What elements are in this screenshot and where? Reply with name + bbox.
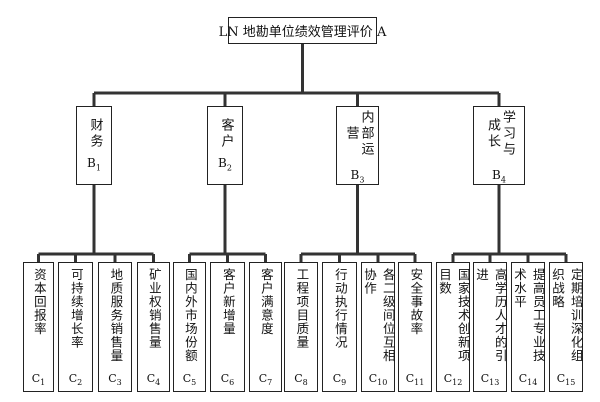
indicator-node: 定期培训深化组织战略 C15 [549,262,584,392]
node-code-subscript: 3 [116,378,122,387]
node-code-letter: C [220,371,230,385]
node-code-subscript: 10 [377,378,388,387]
indicator-node: 安全事故率 C11 [398,262,432,392]
node-code-subscript: 11 [414,378,425,387]
node-code: C2 [69,372,83,387]
node-code-subscript: 4 [500,175,506,184]
node-code-letter: B [350,167,360,182]
node-code: C3 [108,372,122,387]
category-label: 内部运营 [343,110,374,159]
node-code-letter: C [294,371,303,385]
indicator-label: 各二级间位互相协作 [362,268,396,363]
node-code-subscript: 3 [359,175,365,184]
indicator-label: 矿业权销售量 [146,268,162,349]
indicator-node: 高学历人才的引进 C13 [473,262,508,392]
indicator-label: 资本回报率 [31,268,47,336]
indicator-label: 客户新增量 [220,268,236,336]
node-code: B1 [87,156,101,172]
node-code-subscript: 7 [267,378,273,387]
indicator-node: 行动执行情况 C9 [322,262,357,392]
category-node: 学习与成长 B4 [473,106,525,185]
category-label: 学习与成长 [485,110,515,159]
indicator-label: 定期培训深化组织战略 [550,268,584,363]
node-code: C5 [183,372,197,387]
indicator-node: 国内外市场份额 C5 [173,262,206,392]
category-label: 客户 [218,118,234,151]
node-code-letter: C [332,371,342,385]
node-code: C1 [32,372,46,387]
node-code-subscript: 2 [226,163,232,173]
root-node: LN 地勘单位绩效管理评价 A [219,17,386,44]
node-code-subscript: 14 [527,378,538,387]
node-code-letter: C [182,371,192,385]
node-code: C4 [147,372,161,387]
node-code-letter: C [405,371,415,385]
indicator-node: 客户新增量 C6 [210,262,245,392]
node-code-subscript: 1 [40,378,46,387]
category-node: 客户 B2 [207,106,243,185]
node-code: C13 [481,372,500,387]
indicator-label: 工程项目质量 [294,268,310,349]
category-node: 财务 B1 [76,106,112,185]
node-code: C7 [259,372,273,387]
node-code-letter: C [258,371,268,385]
node-code-letter: B [87,156,96,171]
node-code: B2 [218,156,232,172]
indicator-node: 资本回报率 C1 [23,262,54,392]
node-code: B3 [351,168,365,184]
node-code-letter: C [68,371,78,385]
node-code-letter: C [518,371,528,385]
indicator-label: 行动执行情况 [332,268,348,349]
node-code-subscript: 8 [302,378,308,387]
node-code-subscript: 13 [489,378,500,387]
indicator-node: 地质服务销售量 C3 [98,262,132,392]
node-code-subscript: 2 [77,378,83,387]
root-label: LN 地勘单位绩效管理评价 A [218,25,387,40]
node-code-letter: C [108,371,117,385]
node-code-subscript: 1 [95,163,101,173]
node-code-subscript: 6 [229,378,235,387]
node-code-letter: B [218,156,227,171]
node-code-letter: C [480,371,490,385]
node-code: C10 [369,372,388,387]
node-code: C9 [333,372,347,387]
node-code-subscript: 15 [565,378,576,387]
indicator-label: 提高员工专业技术水平 [512,268,546,363]
indicator-label: 国家技术创新项目数 [437,268,471,363]
node-code-subscript: 4 [155,378,161,387]
node-code-subscript: 12 [452,378,463,387]
category-label: 财务 [87,118,103,151]
indicator-label: 安全事故率 [408,268,424,336]
node-code-subscript: 5 [191,378,197,387]
indicator-label: 可持续增长率 [68,268,84,349]
node-code-letter: C [556,371,566,385]
indicator-label: 地质服务销售量 [108,268,124,363]
node-code-letter: C [368,371,378,385]
node-code: B4 [492,168,506,184]
indicator-node: 矿业权销售量 C4 [137,262,170,392]
node-code: C11 [406,372,425,387]
node-code: C15 [557,372,576,387]
node-code: C14 [519,372,538,387]
indicator-node: 国家技术创新项目数 C12 [436,262,471,392]
node-code-letter: B [492,167,501,182]
indicator-node: 工程项目质量 C8 [284,262,318,392]
node-code-subscript: 9 [341,378,347,387]
indicator-node: 提高员工专业技术水平 C14 [511,262,546,392]
indicator-node: 各二级间位互相协作 C10 [361,262,396,392]
node-code: C8 [294,372,308,387]
indicator-label: 高学历人才的引进 [474,268,508,363]
node-code-letter: C [443,371,453,385]
node-code-letter: C [31,371,41,385]
node-code: C6 [221,372,235,387]
category-node: 内部运营 B3 [336,106,379,185]
node-code: C12 [444,372,463,387]
indicator-label: 国内外市场份额 [182,268,198,363]
indicator-node: 可持续增长率 C2 [58,262,93,392]
node-code-letter: C [146,371,156,385]
indicator-label: 客户满意度 [258,268,274,336]
indicator-node: 客户满意度 C7 [249,262,282,392]
